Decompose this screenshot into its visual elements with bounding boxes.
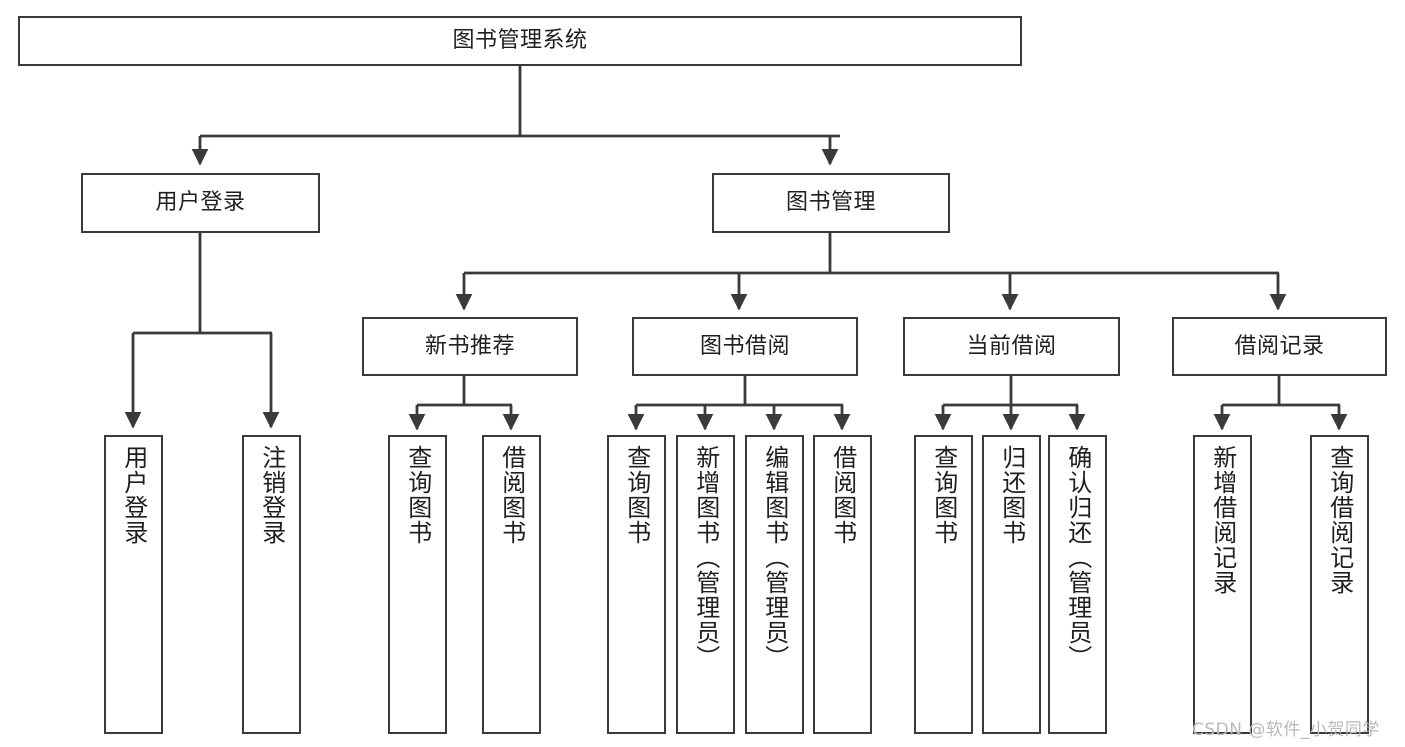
- leaf-confirm-return-admin[interactable]: 确认归还（管理员）: [1048, 435, 1107, 734]
- node-label: 查询图书: [929, 445, 958, 545]
- node-label: 归还图书: [997, 445, 1026, 545]
- node-label: 确认归还（管理员）: [1063, 445, 1092, 670]
- node-label: 查询借阅记录: [1325, 445, 1354, 595]
- leaf-query-book-recommend[interactable]: 查询图书: [388, 435, 447, 734]
- node-label: 新增借阅记录: [1208, 445, 1237, 595]
- node-current-borrow[interactable]: 当前借阅: [903, 317, 1120, 376]
- node-label: 借阅图书: [497, 445, 526, 545]
- node-label: 用户登录: [119, 445, 148, 545]
- leaf-borrow-book-recommend[interactable]: 借阅图书: [482, 435, 541, 734]
- node-label: 查询图书: [622, 445, 651, 545]
- leaf-edit-book-admin[interactable]: 编辑图书（管理员）: [745, 435, 804, 734]
- node-label: 借阅图书: [828, 445, 857, 545]
- node-root-system[interactable]: 图书管理系统: [18, 16, 1022, 66]
- node-label: 图书管理系统: [452, 28, 588, 54]
- node-label: 借阅记录: [1234, 333, 1325, 359]
- leaf-query-book-current[interactable]: 查询图书: [914, 435, 973, 734]
- leaf-return-book[interactable]: 归还图书: [982, 435, 1041, 734]
- csdn-watermark: CSDN @软件_小贺同学: [1192, 720, 1380, 740]
- leaf-borrow-book[interactable]: 借阅图书: [813, 435, 872, 734]
- node-label: 图书管理: [785, 190, 876, 216]
- node-label: 编辑图书（管理员）: [760, 445, 789, 670]
- node-book-management[interactable]: 图书管理: [712, 173, 950, 233]
- leaf-query-borrow-record[interactable]: 查询借阅记录: [1310, 435, 1369, 734]
- node-label: 当前借阅: [966, 333, 1057, 359]
- leaf-query-book-borrow[interactable]: 查询图书: [607, 435, 666, 734]
- node-book-borrow[interactable]: 图书借阅: [632, 317, 858, 376]
- leaf-add-book-admin[interactable]: 新增图书（管理员）: [676, 435, 735, 734]
- node-label: 注销登录: [257, 445, 286, 545]
- node-user-login[interactable]: 用户登录: [81, 173, 320, 233]
- node-label: 新书推荐: [424, 333, 515, 359]
- leaf-add-borrow-record[interactable]: 新增借阅记录: [1193, 435, 1252, 734]
- node-borrow-record[interactable]: 借阅记录: [1172, 317, 1387, 376]
- node-label: 查询图书: [403, 445, 432, 545]
- node-label: 图书借阅: [699, 333, 790, 359]
- leaf-logout[interactable]: 注销登录: [242, 435, 301, 734]
- node-new-book-recommend[interactable]: 新书推荐: [362, 317, 578, 376]
- leaf-user-login[interactable]: 用户登录: [104, 435, 163, 734]
- node-label: 新增图书（管理员）: [691, 445, 720, 670]
- node-label: 用户登录: [155, 190, 246, 216]
